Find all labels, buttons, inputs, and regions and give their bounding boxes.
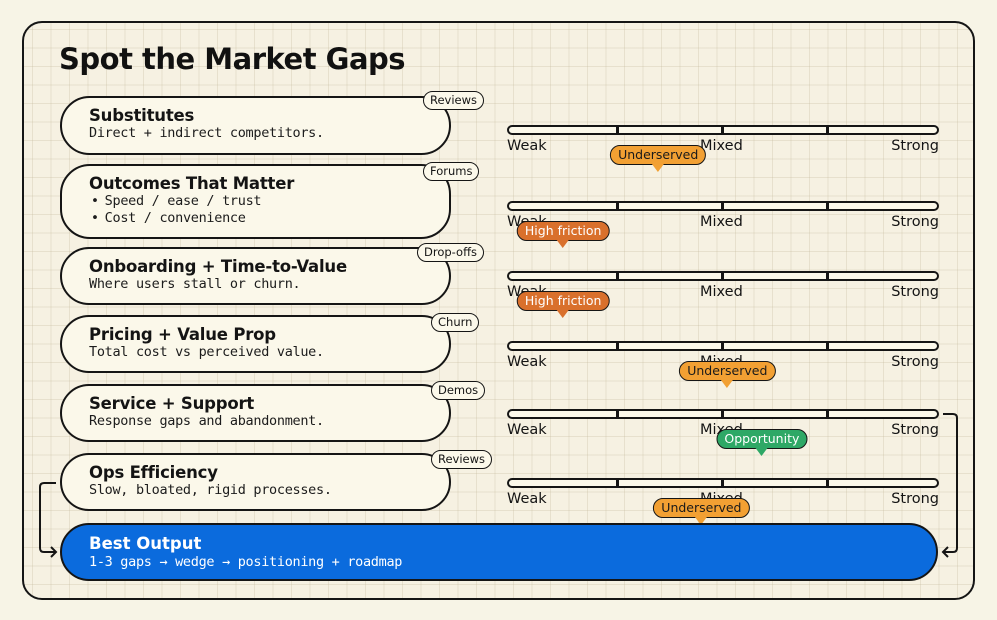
marker-pointer: [557, 240, 570, 248]
card-description: Direct + indirect competitors.: [89, 125, 324, 141]
card-title: Outcomes That Matter: [89, 174, 295, 193]
source-tag: Drop-offs: [417, 243, 484, 262]
scale-tick: [616, 125, 619, 135]
scale-label-strong: Strong: [891, 491, 939, 507]
card-bullet: Cost / convenience: [91, 210, 449, 227]
right-arrowhead-icon: [941, 546, 949, 558]
source-tag: Reviews: [431, 450, 493, 469]
source-tag: Demos: [431, 381, 486, 400]
strength-scale: Weak Mixed Strong Underserved: [507, 341, 939, 389]
best-output-description: 1-3 gaps → wedge → positioning + roadmap: [89, 554, 403, 570]
card-title: Ops Efficiency: [89, 463, 218, 482]
scale-tick: [721, 478, 724, 488]
scale-tick: [616, 341, 619, 351]
scale-label-weak: Weak: [507, 422, 547, 438]
scale-tick: [721, 341, 724, 351]
scale-tick: [616, 201, 619, 211]
marker-label: Underserved: [653, 498, 750, 518]
card-service-support: Service + Support Response gaps and aban…: [60, 384, 451, 442]
scale-label-weak: Weak: [507, 491, 547, 507]
marker-label: Underserved: [610, 145, 707, 165]
marker-pointer: [755, 448, 768, 456]
scale-tick: [721, 409, 724, 419]
scale-tick: [721, 125, 724, 135]
marker-pointer: [721, 380, 734, 388]
page-title: Spot the Market Gaps: [59, 42, 406, 76]
card-bullet: Speed / ease / trust: [91, 193, 449, 210]
scale-tick: [826, 478, 829, 488]
scale-tick: [721, 271, 724, 281]
source-tag: Forums: [423, 162, 480, 181]
card-description: Total cost vs perceived value.: [89, 344, 324, 360]
scale-tick: [826, 409, 829, 419]
left-arrowhead-icon: [50, 546, 58, 558]
source-tag: Churn: [431, 313, 480, 332]
scale-label-mixed: Mixed: [700, 138, 743, 154]
scale-tick: [616, 478, 619, 488]
card-title: Service + Support: [89, 394, 255, 413]
scale-tick: [826, 341, 829, 351]
scale-label-strong: Strong: [891, 214, 939, 230]
scale-tick: [721, 201, 724, 211]
card-onboarding: Onboarding + Time-to-Value Where users s…: [60, 247, 451, 305]
card-bullet-list: Speed / ease / trust Cost / convenience: [89, 193, 449, 227]
scale-label-mixed: Mixed: [700, 214, 743, 230]
card-outcomes-that-matter: Outcomes That Matter Speed / ease / trus…: [60, 164, 451, 239]
scale-label-weak: Weak: [507, 354, 547, 370]
strength-scale: Weak Mixed Strong Underserved: [507, 478, 939, 526]
rating-marker: Underserved: [610, 145, 707, 172]
scale-label-strong: Strong: [891, 138, 939, 154]
scale-label-strong: Strong: [891, 422, 939, 438]
scale-tick: [826, 201, 829, 211]
marker-pointer: [652, 164, 665, 172]
card-title: Pricing + Value Prop: [89, 325, 276, 344]
marker-pointer: [557, 310, 570, 318]
rating-marker: High friction: [516, 221, 610, 248]
card-ops-efficiency: Ops Efficiency Slow, bloated, rigid proc…: [60, 453, 451, 511]
left-connector-arrow: [39, 482, 56, 553]
scale-label-strong: Strong: [891, 354, 939, 370]
card-title: Substitutes: [89, 106, 195, 125]
strength-scale: Weak Mixed Strong Underserved: [507, 125, 939, 173]
scale-tick: [826, 271, 829, 281]
card-description: Where users stall or churn.: [89, 276, 301, 292]
scale-tick: [826, 125, 829, 135]
scale-label-strong: Strong: [891, 284, 939, 300]
rating-marker: High friction: [516, 291, 610, 318]
scale-label-mixed: Mixed: [700, 284, 743, 300]
scale-tick: [616, 409, 619, 419]
source-tag: Reviews: [423, 91, 485, 110]
scale-tick: [616, 271, 619, 281]
rating-marker: Opportunity: [716, 429, 808, 456]
card-pricing: Pricing + Value Prop Total cost vs perce…: [60, 315, 451, 373]
best-output-card: Best Output 1-3 gaps → wedge → positioni…: [60, 523, 938, 581]
strength-scale: Weak Mixed Strong High friction: [507, 271, 939, 319]
card-description: Slow, bloated, rigid processes.: [89, 482, 332, 498]
strength-scale: Weak Mixed Strong Opportunity: [507, 409, 939, 457]
rating-marker: Underserved: [679, 361, 776, 388]
strength-scale: Weak Mixed Strong High friction: [507, 201, 939, 249]
scale-label-weak: Weak: [507, 138, 547, 154]
card-title: Onboarding + Time-to-Value: [89, 257, 347, 276]
rating-marker: Underserved: [653, 498, 750, 525]
marker-pointer: [695, 517, 708, 525]
card-description: Response gaps and abandonment.: [89, 413, 324, 429]
card-substitutes: Substitutes Direct + indirect competitor…: [60, 96, 451, 155]
marker-label: High friction: [516, 291, 610, 311]
right-connector-arrow: [943, 413, 958, 553]
best-output-title: Best Output: [89, 534, 202, 553]
